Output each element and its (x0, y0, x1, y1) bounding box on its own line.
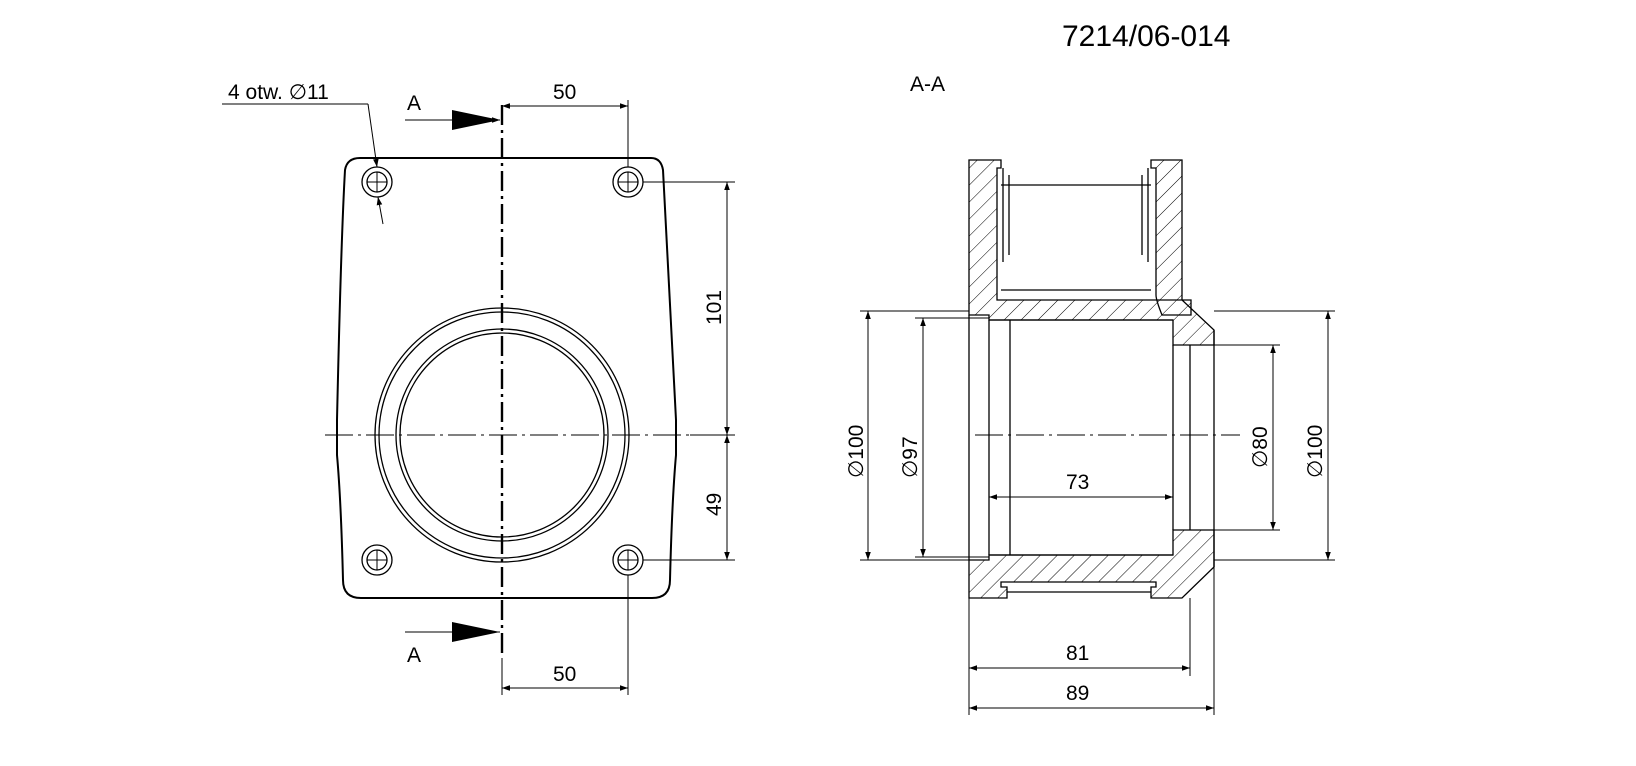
left-wall-upper (968, 159, 1215, 346)
dim-id-left-label: ∅97 (899, 436, 922, 478)
holes-note-leader (367, 103, 379, 168)
section-label: A-A (910, 73, 945, 96)
dim-right-lower-label: 49 (703, 493, 726, 516)
dim-top-label: 50 (553, 81, 576, 104)
dim-len-89-label: 89 (1066, 682, 1089, 705)
flange-outline (336, 157, 677, 599)
section-mark-top: A (407, 92, 421, 115)
bolt-hole-bottom-left (361, 544, 393, 576)
bolt-hole-top-left (361, 166, 393, 198)
front-view: A A 4 otw. ∅11 50 50 101 49 (222, 81, 735, 695)
section-view: A-A ∅100 ∅97 (845, 73, 1335, 715)
section-arrowhead-top (452, 110, 500, 130)
dim-depth-label: 73 (1066, 471, 1089, 494)
holes-note-leader-tail (376, 196, 384, 225)
dim-id-right-label: ∅80 (1249, 426, 1272, 468)
dim-od-right-label: ∅100 (1304, 425, 1327, 478)
section-arrowhead-bottom (452, 622, 500, 642)
section-mark-bottom: A (407, 644, 421, 667)
dim-od-left-label: ∅100 (845, 425, 868, 478)
dim-bottom-label: 50 (553, 663, 576, 686)
dim-len-81-label: 81 (1066, 642, 1089, 665)
holes-note: 4 otw. ∅11 (228, 81, 329, 104)
bolt-hole-top-right (612, 166, 644, 198)
left-wall-lower (968, 529, 1215, 599)
dim-right-upper-label: 101 (703, 290, 726, 325)
drawing-number: 7214/06-014 (1062, 20, 1231, 53)
bolt-hole-bottom-right (612, 544, 644, 576)
